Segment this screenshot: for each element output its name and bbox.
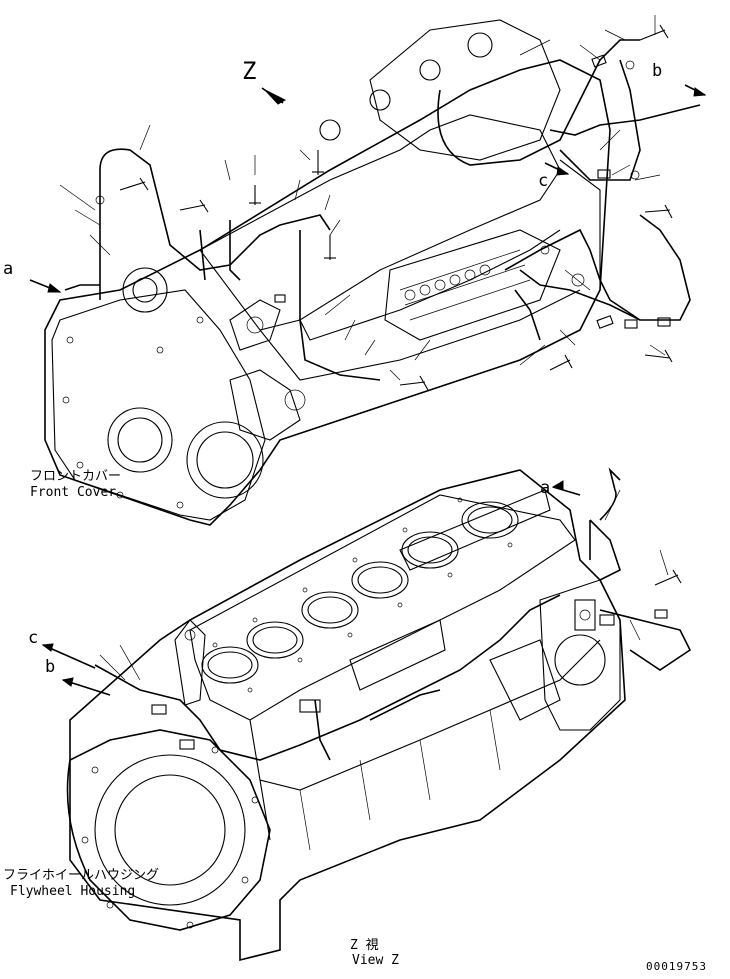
connector-label-c-bottom: c [28, 628, 39, 648]
bottom-engine-assembly [41, 467, 692, 962]
part-number: 00019753 [646, 960, 707, 973]
connector-label-c-top: c [538, 171, 549, 191]
connector-label-b-top: b [652, 61, 663, 81]
flywheel-housing-label-en: Flywheel Housing [10, 884, 136, 899]
front-cover-label-jp: フロントカバー [30, 469, 122, 484]
connector-label-a-top: a [3, 259, 14, 279]
front-cover-label-en: Front Cover [30, 485, 117, 500]
top-engine-assembly [29, 15, 707, 526]
connector-label-a-bottom: a [540, 478, 551, 498]
view-z-caption-en: View Z [352, 953, 399, 968]
flywheel-housing-label-jp: フライホイールハウジング [3, 868, 160, 883]
connector-label-b-bottom: b [45, 657, 56, 677]
view-z-caption-jp: Z 視 [350, 938, 379, 953]
view-z-marker: Z [242, 57, 257, 85]
